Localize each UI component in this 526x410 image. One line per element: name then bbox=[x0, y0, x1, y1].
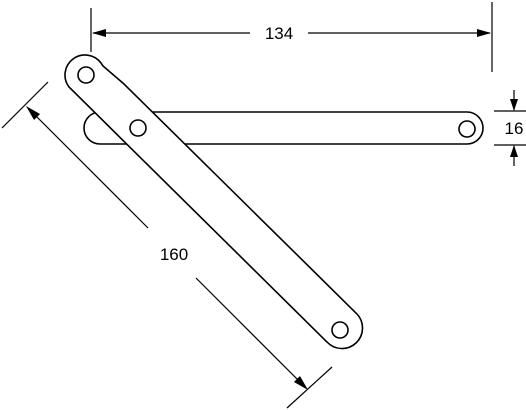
diagonal-bar-outline bbox=[64, 54, 364, 350]
diagonal-bar-top-hole bbox=[77, 66, 95, 84]
dimension-label-160: 160 bbox=[160, 245, 188, 264]
dimension-line-160-lower bbox=[195, 277, 307, 389]
dimension-134: 134 bbox=[90, 2, 493, 72]
extension-line-upper bbox=[1, 81, 49, 129]
dimension-label-134: 134 bbox=[265, 24, 293, 43]
extension-line-lower bbox=[286, 366, 333, 409]
dimension-label-16: 16 bbox=[505, 119, 524, 138]
horizontal-bar-end-hole bbox=[458, 120, 476, 138]
arrowhead-16-bottom bbox=[510, 145, 518, 157]
arrowhead-160-upper bbox=[26, 106, 40, 120]
horizontal-bar-outline bbox=[83, 111, 484, 145]
arrowhead-134-left bbox=[92, 29, 106, 37]
arrowhead-160-lower bbox=[294, 376, 308, 390]
pivot-hole bbox=[129, 119, 147, 137]
arrowhead-134-right bbox=[477, 29, 491, 37]
diagonal-bar-bottom-hole bbox=[331, 321, 349, 339]
dimension-160: 160 bbox=[1, 81, 333, 409]
dimension-line-160-upper bbox=[27, 107, 149, 229]
horizontal-bar bbox=[83, 111, 484, 145]
dimension-16: 16 bbox=[494, 90, 526, 166]
arrowhead-16-top bbox=[510, 99, 518, 111]
diagonal-bar bbox=[64, 54, 364, 350]
